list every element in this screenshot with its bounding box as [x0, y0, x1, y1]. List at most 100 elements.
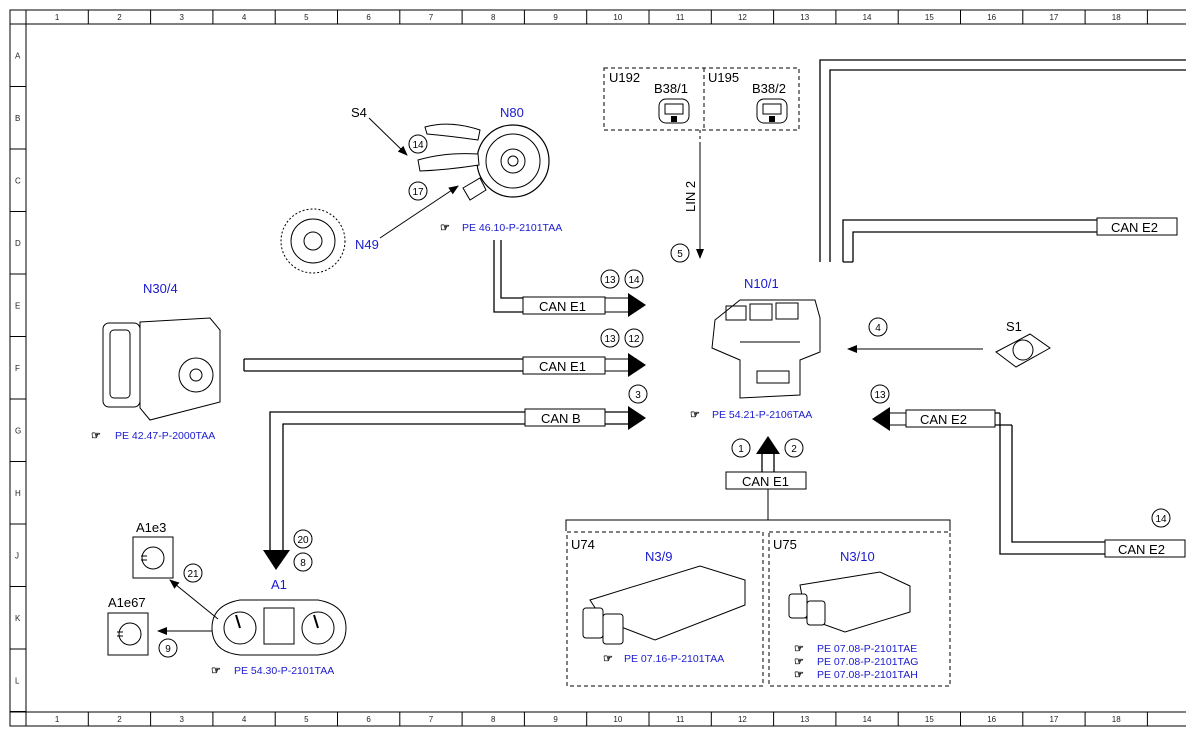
grid-column-label: 13	[800, 715, 809, 724]
hand-icon: ☞	[91, 430, 101, 442]
svg-text:PE 07.08-P-2101TAE: PE 07.08-P-2101TAE	[817, 643, 917, 655]
svg-text:14: 14	[1155, 514, 1167, 525]
svg-text:13: 13	[874, 390, 886, 401]
grid-column-label: 13	[800, 13, 809, 22]
b38-2-sensor-icon	[756, 98, 788, 124]
grid-column-label: 1	[55, 13, 60, 22]
svg-text:PE 07.08-P-2101TAH: PE 07.08-P-2101TAH	[817, 669, 918, 681]
svg-text:PE 42.47-P-2000TAA: PE 42.47-P-2000TAA	[115, 430, 215, 442]
grid-column-label: 16	[987, 715, 996, 724]
grid-column-label: 10	[613, 715, 622, 724]
svg-text:20: 20	[297, 535, 309, 546]
grid-column-label: 8	[491, 715, 496, 724]
signal-5-marker: 5	[670, 243, 690, 263]
can-e2-upper-connection: CAN E2	[819, 59, 1186, 263]
b38-2-label: B38/2	[752, 81, 786, 96]
svg-text:13: 13	[604, 334, 616, 345]
grid-column-label: 12	[738, 13, 747, 22]
hand-icon: ☞	[211, 665, 221, 677]
grid-column-label: 15	[925, 715, 934, 724]
grid-column-label: 5	[304, 13, 309, 22]
svg-text:13: 13	[604, 275, 616, 286]
svg-text:CAN E2: CAN E2	[1111, 220, 1158, 235]
grid-column-label: 11	[676, 13, 685, 22]
lin2-connection: LIN 2	[683, 130, 704, 259]
grid-column-label: 17	[1049, 715, 1058, 724]
grid-column-label: 18	[1112, 13, 1121, 22]
grid-row-label: K	[15, 614, 21, 623]
n3-10-ecu-icon	[788, 571, 911, 633]
grid-row-label: C	[15, 176, 21, 185]
svg-text:12: 12	[628, 334, 640, 345]
grid-column-label: 8	[491, 13, 496, 22]
u192-u195-group: U192 U195 B38/1 B38/2	[603, 67, 800, 131]
svg-text:CAN E1: CAN E1	[539, 299, 586, 314]
svg-text:3: 3	[635, 390, 641, 401]
grid-column-label: 9	[553, 715, 558, 724]
grid-row-label: F	[15, 364, 20, 373]
svg-text:1: 1	[738, 444, 744, 455]
n30-4-label: N30/4	[143, 281, 178, 296]
u74-label: U74	[571, 537, 595, 552]
grid-row-label: G	[15, 426, 21, 435]
hand-icon: ☞	[690, 409, 700, 421]
n3-9-label: N3/9	[645, 549, 672, 564]
svg-text:CAN E2: CAN E2	[1118, 542, 1165, 557]
grid-column-label: 10	[613, 13, 622, 22]
grid-column-label: 11	[676, 715, 685, 724]
svg-text:17: 17	[412, 187, 424, 198]
svg-text:CAN E1: CAN E1	[742, 474, 789, 489]
grid-column-label: 14	[863, 13, 872, 22]
n10-1-label: N10/1	[744, 276, 779, 291]
a1e67-label: A1e67	[108, 595, 146, 610]
grid-column-label: 4	[242, 13, 247, 22]
hand-icon: ☞	[440, 222, 450, 234]
svg-text:14: 14	[412, 140, 424, 151]
n30-4-can-e1-connection: CAN E1 13 12	[243, 328, 646, 377]
signal-10-marker-s4: 14	[408, 134, 428, 154]
grid-row-label: B	[15, 114, 20, 123]
lin2-label: LIN 2	[683, 181, 698, 212]
hand-icon: ☞	[794, 643, 804, 655]
n49-steering-angle-sensor: N49	[280, 208, 379, 274]
can-e2-connection: CAN E2 13 13 CAN E2 14	[870, 384, 1186, 558]
grid-column-label: 3	[180, 13, 185, 22]
u195-label: U195	[708, 70, 739, 85]
svg-text:8: 8	[300, 558, 306, 569]
can-b-connection: CAN B 3	[263, 384, 648, 570]
grid-row-label: J	[15, 551, 19, 560]
grid-column-label: 14	[863, 715, 872, 724]
a1e67-indicator-lamp: A1e67	[107, 595, 149, 656]
u75-label: U75	[773, 537, 797, 552]
grid-column-label: 9	[553, 13, 558, 22]
svg-text:CAN B: CAN B	[541, 411, 581, 426]
n30-4-esp-control-unit: N30/4 ☞ PE 42.47-P-2000TAA	[91, 281, 221, 442]
grid-row-label: A	[15, 51, 21, 60]
svg-text:CAN E1: CAN E1	[539, 359, 586, 374]
grid-column-label: 5	[304, 715, 309, 724]
grid-row-label: E	[15, 301, 20, 310]
grid-column-label: 15	[925, 13, 934, 22]
svg-text:14: 14	[628, 275, 640, 286]
grid-column-label: 12	[738, 715, 747, 724]
n10-1-sam-control-unit: N10/1 ☞ PE 54.21-P-2106TAA	[690, 276, 821, 421]
hand-icon: ☞	[603, 653, 613, 665]
grid-column-label: 17	[1049, 13, 1058, 22]
b38-1-label: B38/1	[654, 81, 688, 96]
b38-1-sensor-icon	[658, 98, 690, 124]
grid-column-label: 6	[366, 13, 371, 22]
grid-row-label: D	[15, 239, 21, 248]
grid-column-label: 7	[429, 13, 434, 22]
n80-can-e1-connection: CAN E1 13 14	[493, 240, 646, 317]
a1e3-indicator-lamp: A1e3	[132, 520, 174, 579]
n80-steering-column-module: S4 N80	[351, 105, 550, 239]
grid-column-label: 1	[55, 715, 60, 724]
grid-row-label: L	[15, 676, 20, 685]
u192-label: U192	[609, 70, 640, 85]
grid-column-label: 4	[242, 715, 247, 724]
n80-reference: ☞ PE 46.10-P-2101TAA	[440, 222, 562, 234]
grid-row-label: H	[15, 489, 21, 498]
signal-11-marker: 17	[408, 181, 428, 201]
grid-column-label: 7	[429, 715, 434, 724]
